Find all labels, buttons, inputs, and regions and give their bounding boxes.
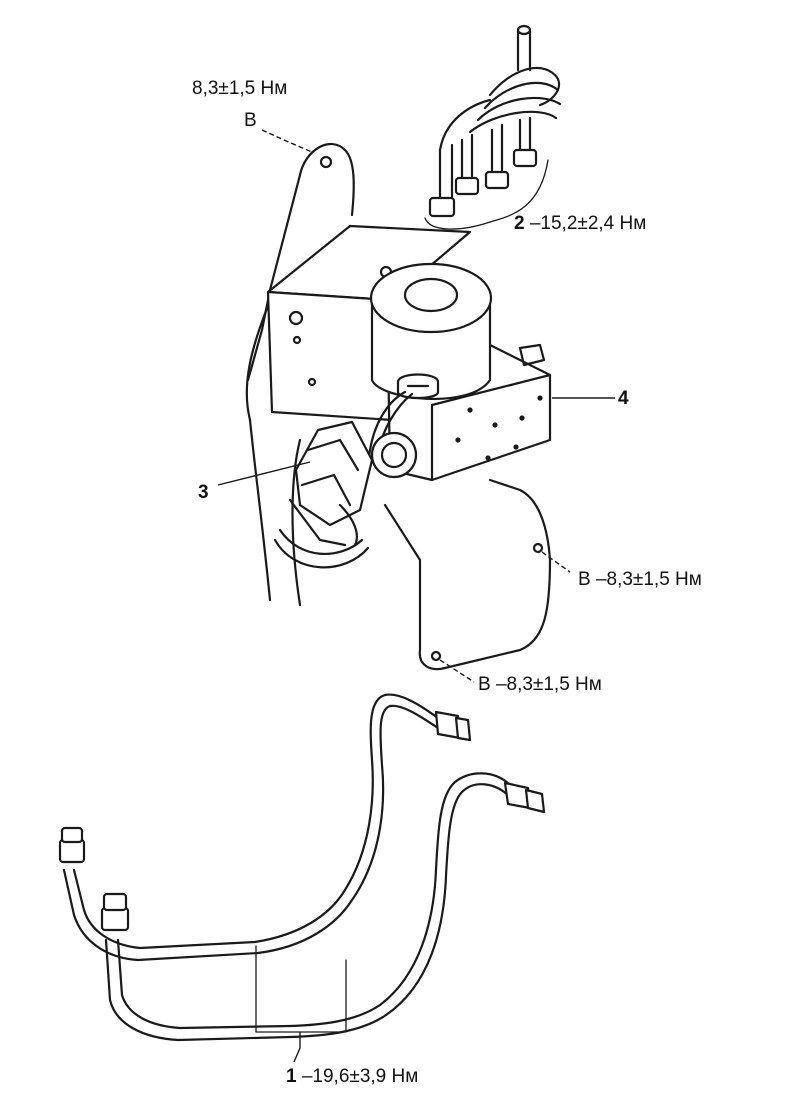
top-left-b-letter: B (244, 110, 257, 131)
leader-right-b1 (541, 551, 571, 573)
callout-1-label: 1 –19,6±3,9 Нм (286, 1066, 418, 1087)
leader-top-left-b (261, 129, 313, 153)
electrical-connector (273, 420, 374, 569)
brake-line-manifold (424, 24, 562, 230)
leader-right-b2 (439, 659, 475, 683)
right-b1-torque-label: B –8,3±1,5 Нм (578, 569, 702, 590)
callout-2-torque: –15,2±2,4 Нм (525, 213, 647, 234)
callout-1-number: 1 (286, 1066, 297, 1087)
right-b2-torque-label: B –8,3±1,5 Нм (478, 674, 602, 695)
callout-3-number: 3 (198, 482, 209, 503)
hydraulic-unit (266, 224, 552, 502)
callout-2-label: 2 –15,2±2,4 Нм (514, 213, 646, 234)
mounting-bracket (245, 143, 552, 671)
callout-4-number: 4 (618, 388, 629, 409)
top-left-torque-label: 8,3±1,5 Нм (192, 78, 287, 99)
brake-pipes (58, 693, 546, 1063)
callout-2-number: 2 (514, 213, 525, 234)
callout-1-torque: –19,6±3,9 Нм (297, 1066, 419, 1087)
leader-item-3 (217, 461, 311, 486)
